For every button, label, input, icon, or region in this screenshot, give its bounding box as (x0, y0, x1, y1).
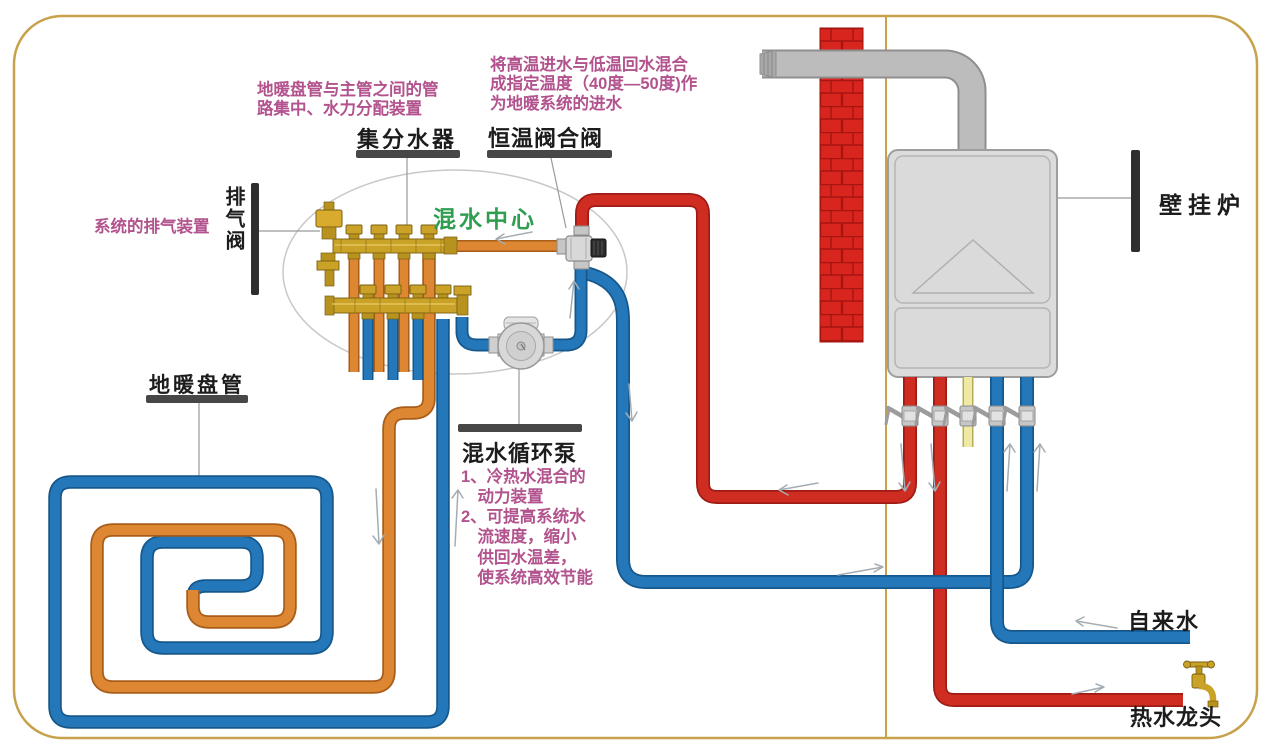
hot-water-faucet (1183, 660, 1219, 708)
boiler-triangle-icon (911, 238, 1035, 294)
label-mixing-center: 混水中心 (433, 206, 537, 232)
air-vent-valve (315, 201, 343, 287)
arrow-faucet-right (1071, 683, 1105, 695)
arrow-return-up (1033, 443, 1046, 492)
boiler-upper-panel (894, 155, 1051, 304)
arrow-mixed-supply (495, 231, 533, 245)
label-bars (146, 150, 1140, 432)
arrow-tap-left (1075, 616, 1118, 629)
image-border (12, 14, 1259, 740)
boiler-port-valves (886, 406, 1035, 426)
label-tap-water: 自来水 (1128, 609, 1201, 634)
label-bar-manifold (356, 150, 460, 158)
label-bar-mixing-valve (487, 150, 612, 158)
arrow-supply-down (898, 443, 911, 492)
note-mixing-valve: 将高温进水与低温回水混合 成指定温度（40度—50度)作 为地暖系统的进水 (490, 56, 698, 113)
label-floor-coil: 地暖盘管 (149, 374, 245, 397)
arrow-hot-left (778, 482, 819, 496)
arrow-up-to-valve (568, 280, 580, 319)
arrow-cold-up (1003, 443, 1016, 492)
port-valve-cold-inlet (973, 406, 1005, 426)
pipe-domestic-hot-water (933, 377, 1183, 707)
note-pump: 1、冷热水混合的 动力装置 2、可提高系统水 流速度，缩小 供回水温差， 使系统… (461, 468, 593, 587)
arrow-dhw-down (928, 443, 941, 492)
manifold-end-cap (443, 236, 458, 255)
arrow-return-right (837, 563, 884, 576)
label-bar-boiler (1131, 150, 1140, 252)
leader-mixing-valve (550, 157, 567, 229)
label-pump: 混水循环泵 (462, 441, 578, 466)
manifold-end-cap (324, 295, 335, 316)
label-hot-faucet: 热水龙头 (1130, 705, 1223, 730)
arrow-return-down (625, 383, 638, 422)
return-manifold (324, 284, 472, 320)
note-air-vent: 系统的排气装置 (94, 218, 210, 236)
arrow-coil-return-up (451, 489, 464, 547)
wall-boiler (887, 149, 1058, 378)
flow-arrows (372, 231, 1118, 695)
circulation-pump (488, 316, 554, 370)
port-valve-gas (944, 406, 976, 426)
mixing-center-ellipse (282, 169, 628, 375)
note-manifold: 地暖盘管与主管之间的管 路集中、水力分配装置 (257, 81, 439, 119)
boiler-lower-panel (894, 307, 1051, 369)
flue-pipe (759, 49, 987, 150)
label-manifold: 集分水器 (357, 127, 458, 152)
port-valve-heating-supply (886, 406, 918, 426)
label-air-vent: 排气阀 (222, 186, 244, 252)
port-valve-heating-return (1003, 406, 1035, 426)
supply-manifold (315, 201, 458, 287)
label-mixing-valve: 恒温阀合阀 (488, 126, 604, 151)
manifold-outlet-valve (453, 285, 472, 316)
label-boiler: 壁挂炉 (1159, 192, 1246, 218)
thermostatic-mixing-valve (556, 225, 607, 270)
label-bar-air-vent (251, 183, 259, 295)
arrow-coil-feed-down (372, 488, 385, 545)
chimney-brick-wall (819, 27, 864, 343)
label-bar-floor-coil (146, 395, 248, 403)
leader-lines (198, 157, 1132, 479)
label-bar-pump (458, 424, 582, 432)
